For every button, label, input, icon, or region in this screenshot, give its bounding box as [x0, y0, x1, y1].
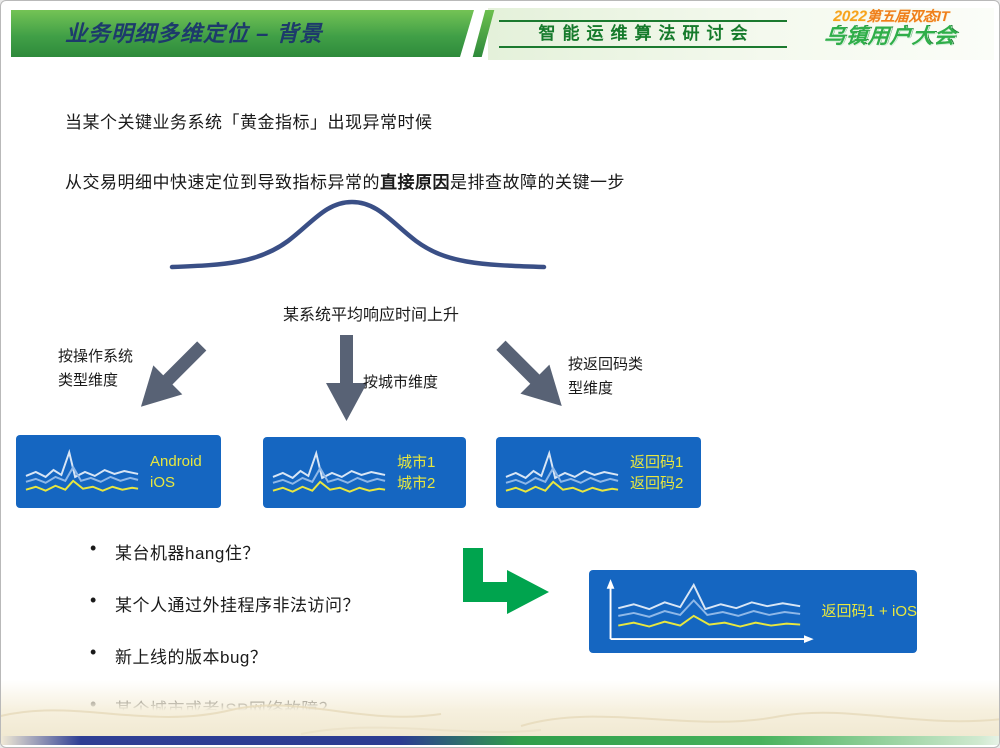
- logo-edition: 第五届双态IT: [866, 8, 950, 24]
- dimension-label-returncode: 按返回码类 型维度: [568, 356, 644, 397]
- logo-year: 2022: [832, 8, 868, 25]
- logo-line2: 乌镇用户大会: [823, 25, 957, 49]
- logo-line1: 2022第五届双态IT: [788, 8, 994, 25]
- list-item: 某台机器hang住？: [87, 538, 487, 564]
- axes-sparkline-chart-icon: [606, 578, 814, 643]
- intro-line2-bold: 直接原因: [380, 173, 450, 192]
- sparkline-chart-icon: [505, 449, 619, 493]
- curve-caption: 某系统平均响应时间上升: [282, 307, 459, 324]
- title-banner: 业务明细多维定位 – 背景: [11, 10, 474, 57]
- dimension-label-os: 按操作系统 类型维度: [58, 348, 134, 389]
- panel-returncode: 返回码1 返回码2: [496, 437, 701, 508]
- intro-line2: 从交易明细中快速定位到导致指标异常的直接原因是排查故障的关键一步: [65, 168, 625, 193]
- conference-logo: 2022第五届双态IT 乌镇用户大会: [787, 8, 995, 49]
- arrow-down-icon: [326, 335, 367, 421]
- cloud-pattern-icon: [1, 704, 999, 735]
- dimension-label-city: 按城市维度: [363, 374, 439, 391]
- list-item: 新上线的版本bug？: [87, 642, 487, 668]
- header-right-background: [488, 8, 994, 60]
- bell-curve-icon: [169, 199, 547, 270]
- panel-returncode-label: 返回码1 返回码2: [630, 453, 684, 492]
- page-title: 业务明细多维定位 – 背景: [65, 21, 323, 46]
- panel-os-label: Android iOS: [150, 452, 202, 491]
- panel-city-label: 城市1 城市2: [397, 453, 436, 492]
- sparkline-chart-icon: [25, 448, 139, 492]
- panel-os: Android iOS: [16, 435, 221, 508]
- panel-result: 返回码1 + iOS: [589, 570, 917, 653]
- sparkline-chart-icon: [272, 449, 386, 493]
- panel-city: 城市1 城市2: [263, 437, 466, 508]
- intro-line2-suffix: 是排查故障的关键一步: [450, 173, 625, 192]
- seminar-title: 智能运维算法研讨会: [499, 20, 787, 48]
- arrow-down-left-icon: [140, 341, 207, 407]
- panel-result-label: 返回码1 + iOS: [821, 603, 917, 620]
- intro-line2-prefix: 从交易明细中快速定位到导致指标异常的: [65, 173, 380, 192]
- footer-decoration: [1, 680, 999, 736]
- elbow-arrow-right-icon: [463, 548, 549, 614]
- arrow-down-right-icon: [496, 340, 562, 407]
- intro-line1: 当某个关键业务系统「黄金指标」出现异常时候: [65, 113, 433, 132]
- list-item: 某个人通过外挂程序非法访问？: [87, 590, 487, 616]
- bottom-accent-bar: [1, 736, 999, 745]
